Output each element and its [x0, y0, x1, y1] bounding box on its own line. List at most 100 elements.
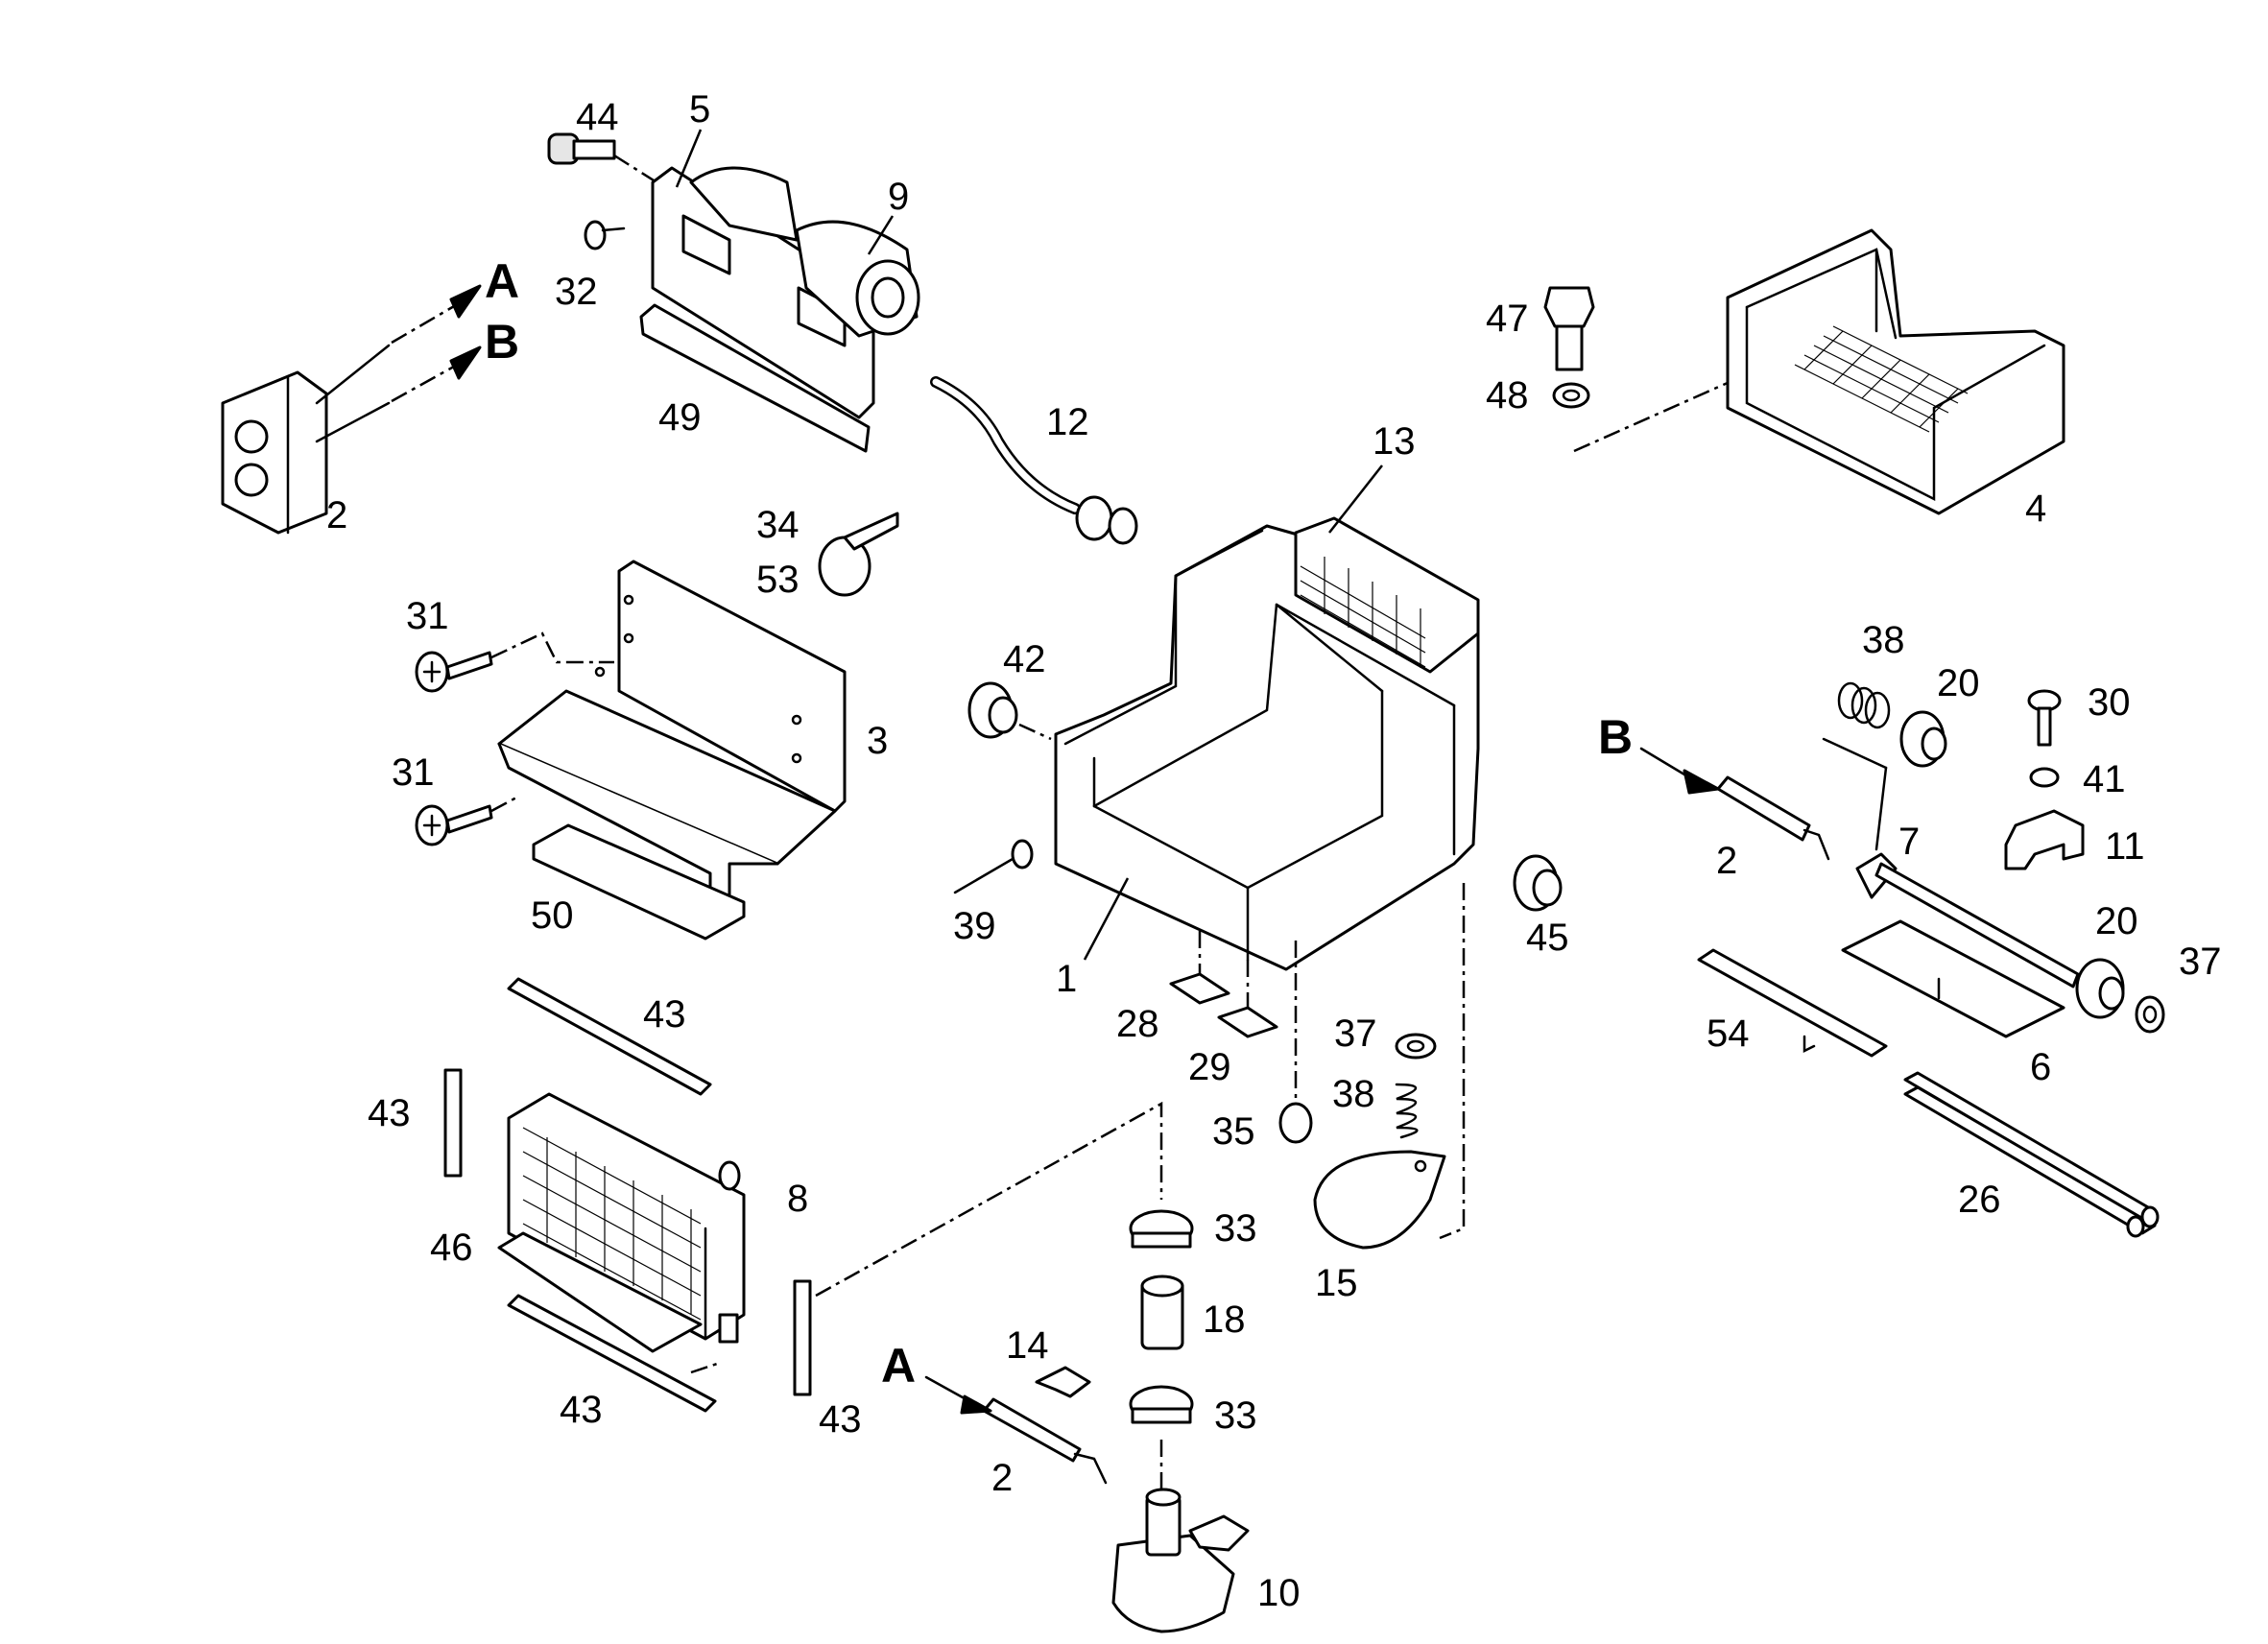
part-54-strip	[1697, 948, 1888, 1058]
callout-30: 30	[2088, 681, 2131, 724]
part-46-pad	[497, 1231, 703, 1353]
callout-38-center: 38	[1332, 1073, 1375, 1115]
part-33-clamp-upper	[1129, 1209, 1194, 1249]
callout-37-center: 37	[1334, 1013, 1377, 1055]
part-2-harness-bottom	[924, 1375, 1108, 1485]
callout-44: 44	[576, 96, 619, 138]
part-50-pad	[532, 823, 746, 941]
part-28-pad	[1169, 931, 1230, 1005]
part-2-switch-panel	[221, 284, 482, 535]
callout-18: 18	[1203, 1299, 1246, 1341]
part-3-bracket	[497, 560, 847, 899]
callout-11: 11	[2105, 825, 2145, 868]
part-38-spring-right	[1837, 681, 1891, 729]
part-44-bolt	[547, 132, 673, 194]
callout-31-lower: 31	[392, 751, 435, 794]
marker-b-right: B	[1598, 710, 1633, 764]
callout-28: 28	[1116, 1003, 1159, 1045]
callout-48: 48	[1486, 374, 1529, 417]
callout-7: 7	[1898, 821, 1920, 863]
part-13-filter-screen	[1294, 516, 1480, 674]
callout-4: 4	[2025, 488, 2046, 530]
callout-5: 5	[689, 88, 710, 131]
callout-3: 3	[867, 720, 888, 762]
callout-33-lower: 33	[1214, 1394, 1257, 1437]
callout-8: 8	[787, 1178, 808, 1220]
callout-15: 15	[1315, 1262, 1358, 1304]
marker-a-top: A	[485, 254, 519, 308]
callout-43-right: 43	[819, 1398, 862, 1441]
callout-35: 35	[1212, 1110, 1255, 1153]
callout-32: 32	[555, 271, 598, 313]
part-4-cover	[1726, 228, 2065, 515]
callout-labels: 44 5 9 32 49 2 12 13 47 48 4 34 53 31 31…	[326, 88, 2222, 1614]
part-33-clamp-lower	[1129, 1385, 1194, 1497]
callout-13: 13	[1373, 420, 1416, 463]
part-2-harness-right	[1639, 747, 1830, 861]
part-35-nut	[1278, 941, 1313, 1144]
callout-41: 41	[2083, 758, 2126, 800]
callout-43-top: 43	[643, 993, 686, 1036]
part-37-nut	[1395, 1033, 1437, 1060]
callout-1: 1	[1056, 958, 1077, 1000]
part-34-53-clip	[818, 512, 899, 597]
callout-31-upper: 31	[406, 595, 449, 637]
part-26-rods	[1903, 1071, 2160, 1238]
part-20-wheel-lower	[2075, 958, 2125, 1019]
callout-14: 14	[1006, 1324, 1049, 1367]
callout-43-left: 43	[368, 1092, 411, 1134]
callout-46: 46	[430, 1227, 473, 1269]
callout-20-lower: 20	[2095, 900, 2138, 942]
part-47-bolt	[1543, 286, 1595, 371]
callout-2-bottom: 2	[991, 1457, 1013, 1499]
part-5-blower-plate	[651, 166, 875, 419]
part-49-strip	[639, 303, 871, 453]
callout-34: 34	[756, 504, 800, 546]
part-18-sleeve	[1140, 1275, 1184, 1350]
callout-39: 39	[953, 905, 996, 947]
part-42-grommet	[967, 681, 1052, 741]
callout-47: 47	[1486, 298, 1529, 340]
marker-a-bottom: A	[881, 1339, 916, 1393]
part-31-screw-lower	[415, 795, 519, 846]
callout-50: 50	[531, 894, 574, 937]
callout-20-upper: 20	[1937, 662, 1980, 704]
callout-53: 53	[756, 559, 800, 601]
part-39-pin	[953, 839, 1034, 894]
callout-42: 42	[1003, 638, 1046, 680]
part-7-axle	[1855, 766, 2080, 989]
part-20-wheel-upper	[1822, 710, 1947, 770]
callout-6: 6	[2030, 1046, 2051, 1088]
part-11-clamp	[2004, 809, 2085, 870]
part-30-screw	[2027, 689, 2062, 747]
callout-43-bottom: 43	[560, 1389, 603, 1431]
callout-37-right: 37	[2179, 941, 2222, 983]
callout-10: 10	[1257, 1572, 1301, 1614]
part-43-strip-top	[507, 977, 712, 1096]
part-38-spring	[1395, 1083, 1419, 1139]
part-37-nut-right	[2135, 995, 2165, 1034]
part-6-pad	[1841, 919, 2065, 1038]
part-43-strip-vertical-left	[443, 1068, 463, 1178]
part-29-pad	[1217, 960, 1278, 1038]
part-43-strip-vertical-right	[690, 1101, 1163, 1396]
callout-45: 45	[1526, 917, 1569, 959]
part-8-heater-core	[507, 1092, 746, 1344]
callout-49: 49	[658, 396, 702, 439]
part-14-clip	[1035, 1366, 1091, 1398]
callout-12: 12	[1046, 401, 1089, 443]
callout-26: 26	[1958, 1179, 2001, 1221]
part-12-hose	[930, 376, 1138, 545]
marker-b-top: B	[485, 315, 519, 369]
part-15-flap	[1313, 883, 1466, 1250]
callout-33-upper: 33	[1214, 1207, 1257, 1250]
part-43-strip-bottom	[507, 1294, 717, 1413]
callout-2-right: 2	[1716, 840, 1737, 882]
callout-29: 29	[1188, 1046, 1231, 1088]
callout-38-right: 38	[1862, 619, 1905, 661]
callout-2-top-left: 2	[326, 494, 347, 536]
callout-9: 9	[888, 176, 909, 218]
part-31-screw-upper	[415, 631, 614, 693]
part-32-pin	[584, 220, 626, 250]
